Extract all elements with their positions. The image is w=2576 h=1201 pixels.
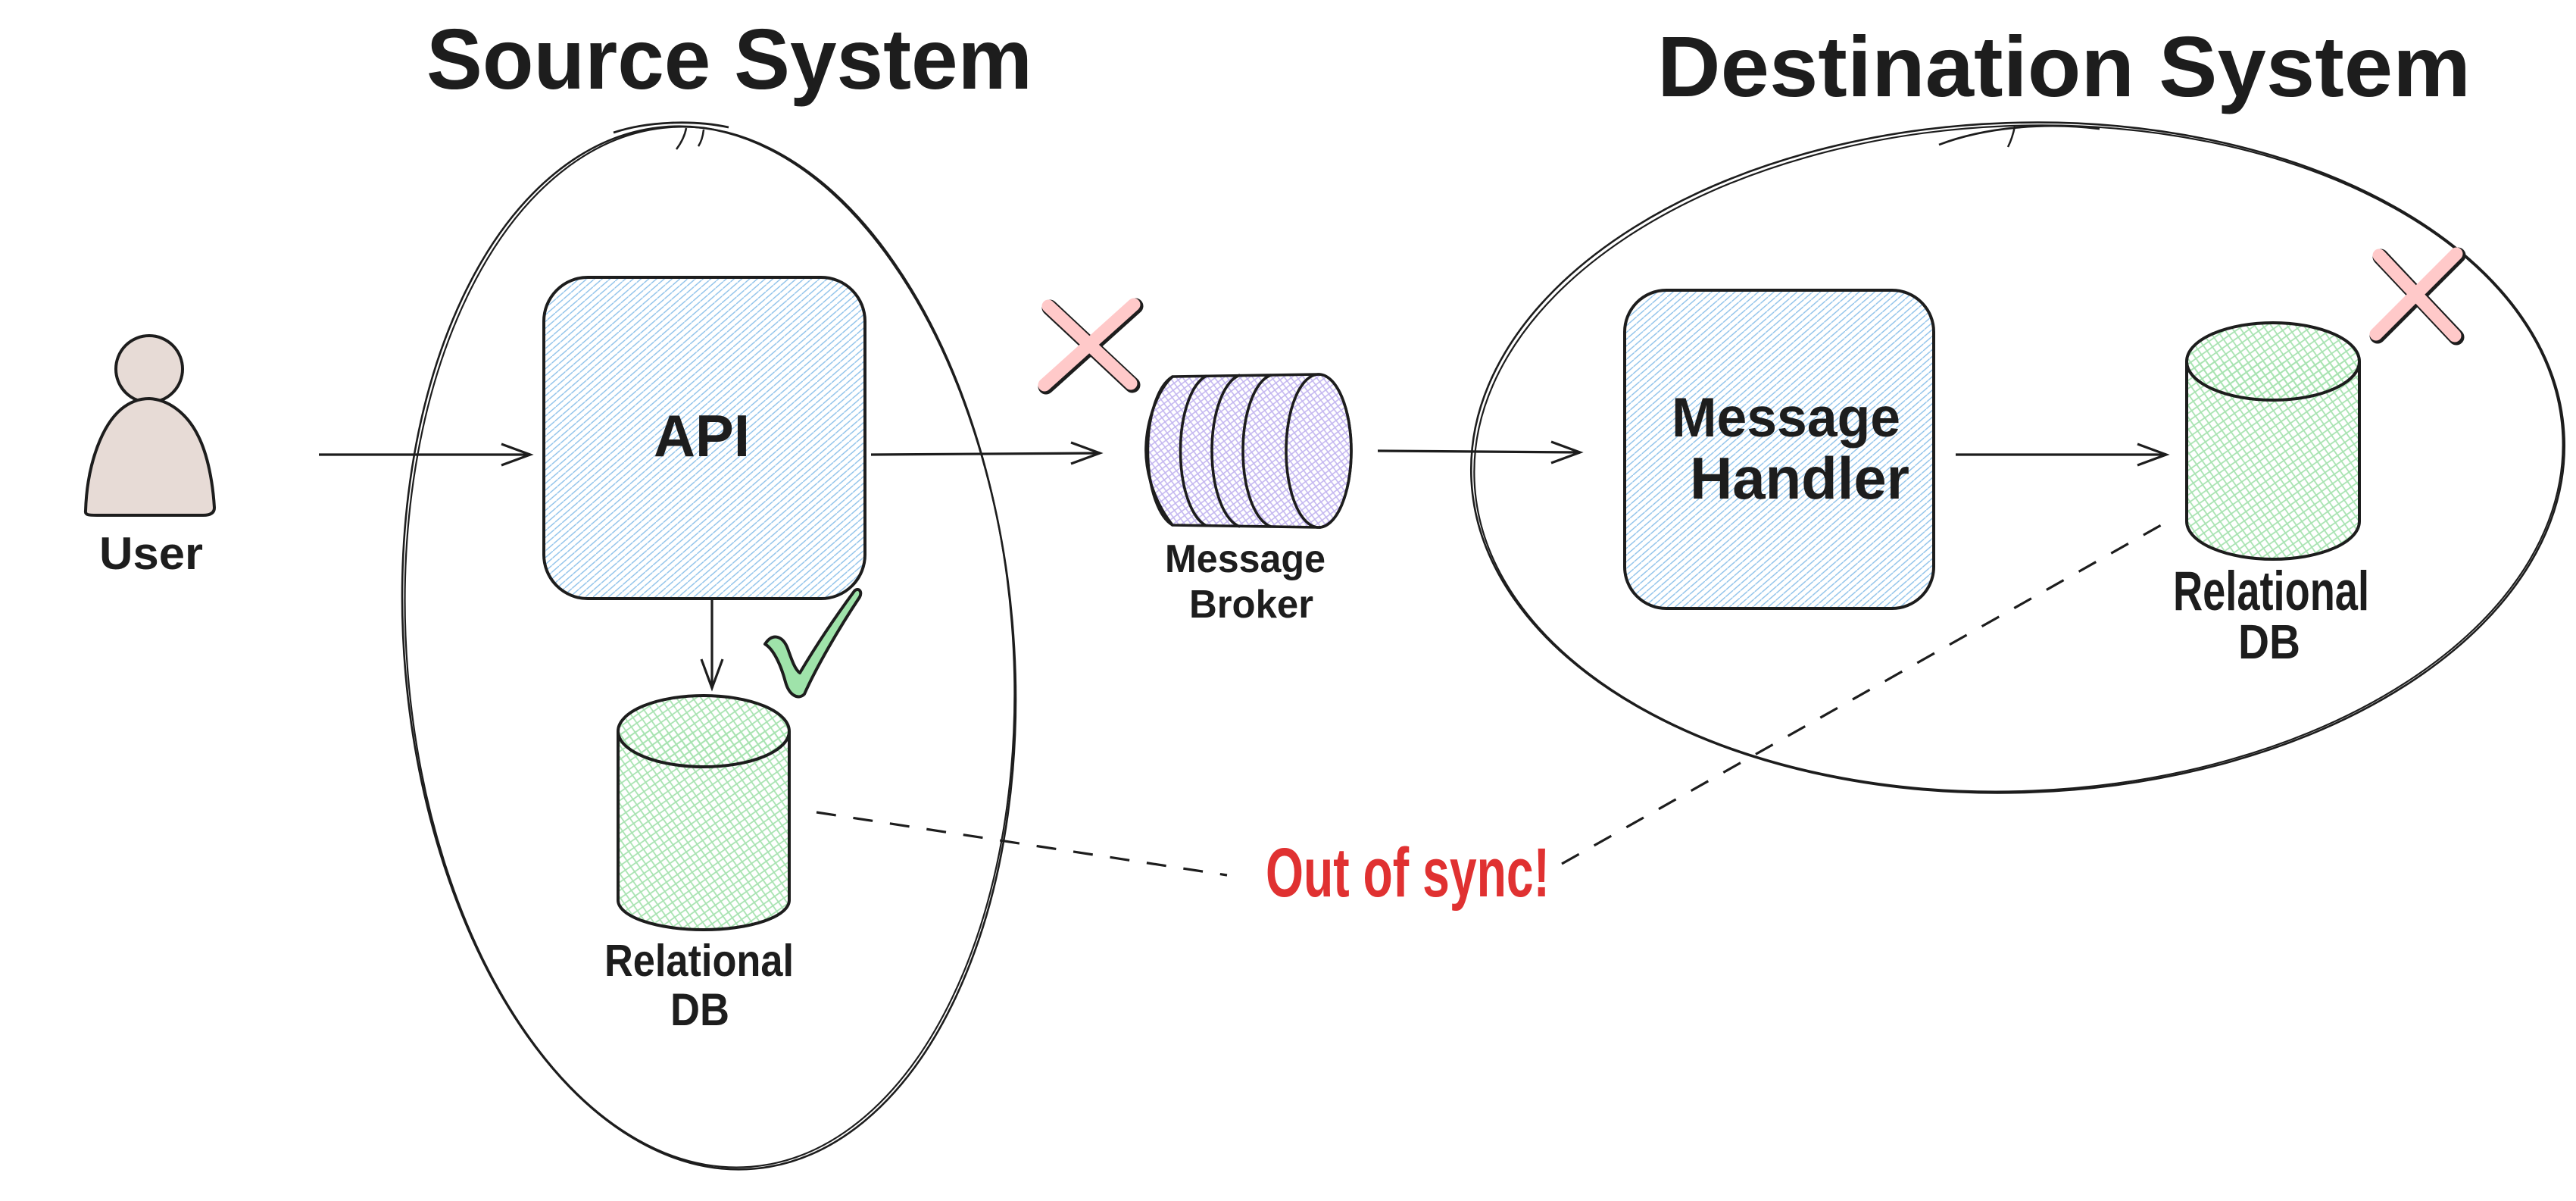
- svg-text:Relational: Relational: [2173, 561, 2369, 622]
- svg-text:Broker: Broker: [1189, 583, 1313, 627]
- svg-text:API: API: [654, 402, 750, 469]
- svg-text:DB: DB: [670, 984, 729, 1035]
- svg-text:User: User: [99, 528, 203, 579]
- svg-text:DB: DB: [2238, 615, 2300, 669]
- svg-text:Message: Message: [1672, 387, 1900, 449]
- svg-text:Out of sync!: Out of sync!: [1266, 834, 1550, 912]
- svg-text:Source System: Source System: [426, 11, 1032, 107]
- svg-text:Destination System: Destination System: [1657, 19, 2471, 114]
- svg-text:Relational: Relational: [604, 936, 794, 986]
- svg-text:Handler: Handler: [1690, 445, 1909, 511]
- svg-text:Message: Message: [1165, 537, 1325, 581]
